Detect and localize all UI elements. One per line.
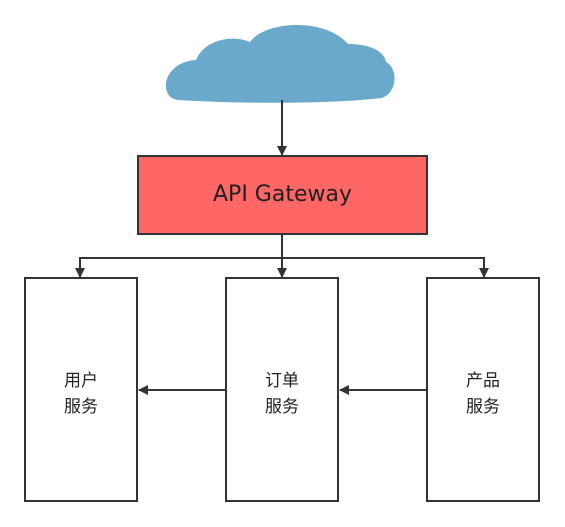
user-service-label: 用户 服务 [25, 368, 137, 420]
cloud-icon [165, 25, 395, 103]
product-service-label-line2: 服务 [466, 397, 500, 417]
product-service-box [426, 277, 540, 502]
order-service-label-line1: 订单 [265, 371, 299, 391]
order-service-box [225, 277, 339, 502]
api-gateway-label: API Gateway [213, 182, 352, 207]
product-service-label-line1: 产品 [466, 371, 500, 391]
user-service-box [24, 277, 138, 502]
product-service-label: 产品 服务 [427, 368, 539, 420]
order-service-label: 订单 服务 [226, 368, 338, 420]
order-service-label-line2: 服务 [265, 397, 299, 417]
gateway-connectors [80, 234, 484, 259]
user-service-label-line1: 用户 [64, 371, 98, 391]
user-service-label-line2: 服务 [64, 397, 98, 417]
